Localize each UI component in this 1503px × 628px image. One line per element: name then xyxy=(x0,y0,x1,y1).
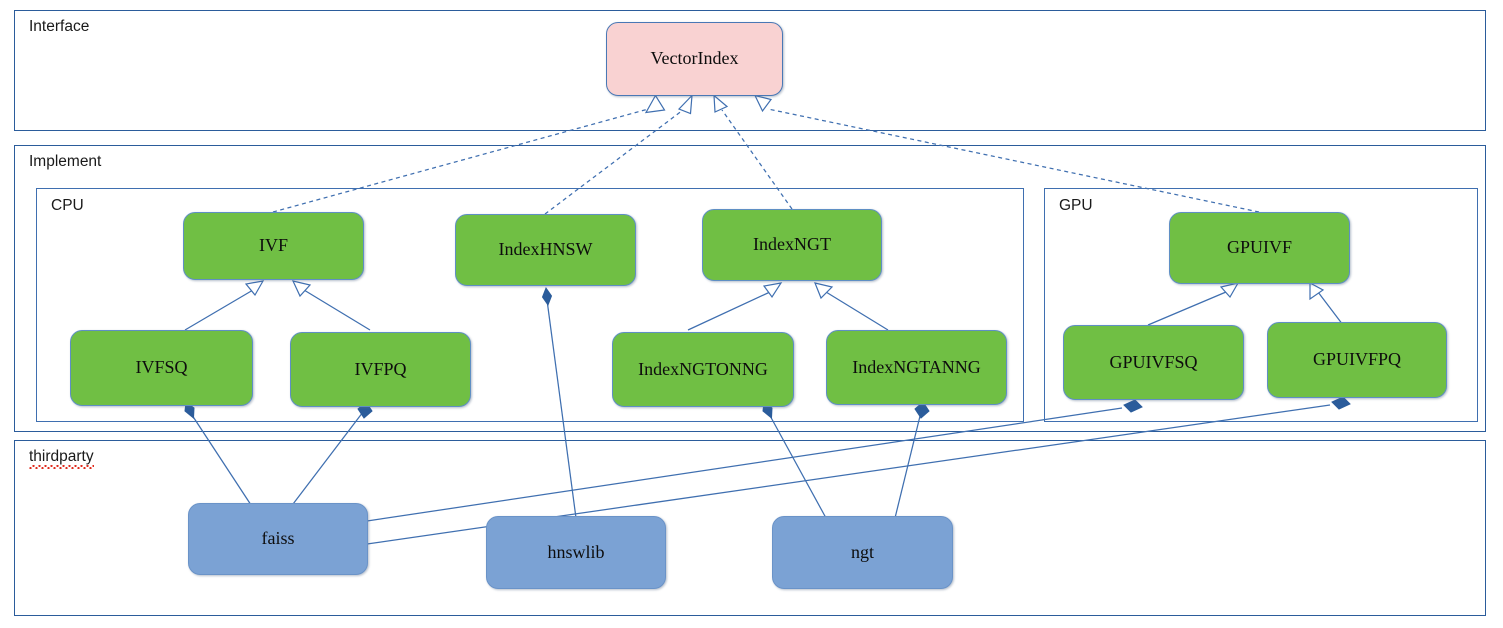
node-gpuivf[interactable]: GPUIVF xyxy=(1169,212,1350,284)
node-faiss[interactable]: faiss xyxy=(188,503,368,575)
group-label-thirdparty: thirdparty xyxy=(29,448,94,469)
node-gpuivfpq[interactable]: GPUIVFPQ xyxy=(1267,322,1447,398)
node-ivf[interactable]: IVF xyxy=(183,212,364,280)
group-label-implement: Implement xyxy=(29,153,102,170)
node-indexngt[interactable]: IndexNGT xyxy=(702,209,882,281)
node-ivfsq[interactable]: IVFSQ xyxy=(70,330,253,406)
group-label-thirdparty-text: thirdparty xyxy=(29,448,94,469)
group-label-cpu: CPU xyxy=(51,197,84,214)
node-vectorindex[interactable]: VectorIndex xyxy=(606,22,783,96)
node-ivfpq[interactable]: IVFPQ xyxy=(290,332,471,407)
node-ngt[interactable]: ngt xyxy=(772,516,953,589)
node-indexngtonng[interactable]: IndexNGTONNG xyxy=(612,332,794,407)
node-hnswlib[interactable]: hnswlib xyxy=(486,516,666,589)
node-indexngtanng[interactable]: IndexNGTANNG xyxy=(826,330,1007,405)
group-label-interface: Interface xyxy=(29,18,90,35)
node-indexhnsw[interactable]: IndexHNSW xyxy=(455,214,636,286)
node-gpuivfsq[interactable]: GPUIVFSQ xyxy=(1063,325,1244,400)
group-label-gpu: GPU xyxy=(1059,197,1093,214)
